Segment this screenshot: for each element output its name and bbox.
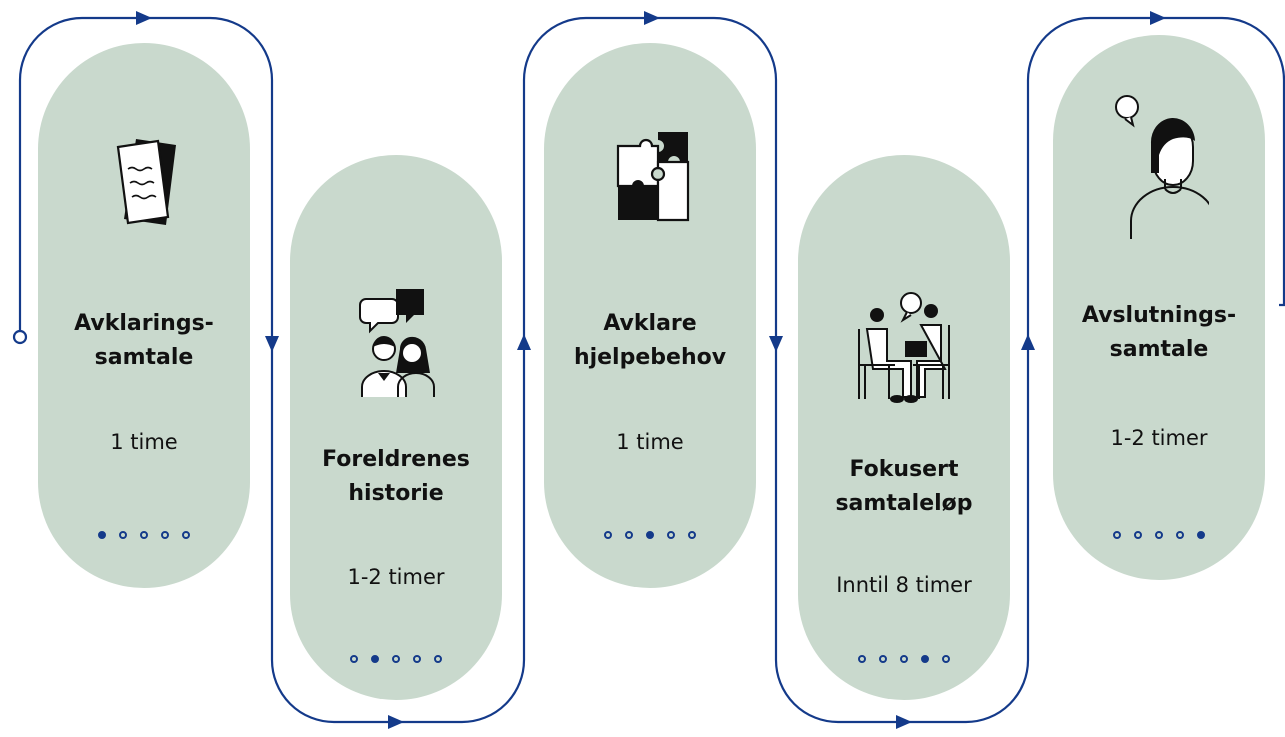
step-duration: 1 time xyxy=(110,430,178,454)
step-card-5: Avslutnings- samtale 1-2 timer xyxy=(1053,35,1265,580)
progress-dot xyxy=(1113,531,1121,539)
person-thinking-icon xyxy=(1053,91,1265,241)
progress-dot xyxy=(604,531,612,539)
step-progress-dots xyxy=(798,655,1010,663)
progress-dot xyxy=(900,655,908,663)
step-progress-dots xyxy=(38,531,250,539)
progress-dot xyxy=(371,655,379,663)
progress-dot xyxy=(625,531,633,539)
step-progress-dots xyxy=(1053,531,1265,539)
progress-dot xyxy=(1197,531,1205,539)
puzzle-icon xyxy=(544,128,756,228)
progress-dot xyxy=(434,655,442,663)
flow-arrow xyxy=(136,11,152,25)
progress-dot xyxy=(1134,531,1142,539)
step-title: Avklare hjelpebehov xyxy=(573,311,727,370)
parents-talking-icon xyxy=(290,285,502,405)
step-card-1: Avklarings- samtale 1 time xyxy=(38,43,250,588)
step-duration: 1-2 timer xyxy=(347,565,445,589)
progress-dot xyxy=(182,531,190,539)
progress-dot xyxy=(646,531,654,539)
flow-arrow xyxy=(644,11,660,25)
step-title: Fokusert samtaleløp xyxy=(835,457,973,516)
progress-dot xyxy=(98,531,106,539)
progress-dot xyxy=(413,655,421,663)
progress-dot xyxy=(350,655,358,663)
flow-arrow xyxy=(388,715,404,729)
progress-dot xyxy=(667,531,675,539)
progress-dot xyxy=(921,655,929,663)
progress-dot xyxy=(1155,531,1163,539)
progress-dot xyxy=(140,531,148,539)
flow-arrow xyxy=(1150,11,1166,25)
step-card-2: Foreldrenes historie 1-2 timer xyxy=(290,155,502,700)
progress-dot xyxy=(1176,531,1184,539)
flow-arrow xyxy=(1021,334,1035,350)
progress-dot xyxy=(119,531,127,539)
progress-dot xyxy=(161,531,169,539)
step-title: Avslutnings- samtale xyxy=(1081,303,1237,362)
step-progress-dots xyxy=(544,531,756,539)
flow-start-marker xyxy=(12,329,28,345)
flow-arrow xyxy=(265,336,279,352)
step-title: Avklarings- samtale xyxy=(74,311,214,370)
step-duration: 1 time xyxy=(616,430,684,454)
flow-arrow xyxy=(896,715,912,729)
step-duration: 1-2 timer xyxy=(1110,426,1208,450)
step-card-4: Fokusert samtaleløp Inntil 8 timer xyxy=(798,155,1010,700)
document-icon xyxy=(38,133,250,233)
progress-dot xyxy=(942,655,950,663)
step-title: Foreldrenes historie xyxy=(322,447,470,506)
progress-dot xyxy=(879,655,887,663)
flow-arrow xyxy=(517,334,531,350)
progress-dot xyxy=(858,655,866,663)
flow-arrow xyxy=(769,336,783,352)
progress-dot xyxy=(688,531,696,539)
step-card-3: Avklare hjelpebehov 1 time xyxy=(544,43,756,588)
progress-dot xyxy=(392,655,400,663)
step-progress-dots xyxy=(290,655,502,663)
step-duration: Inntil 8 timer xyxy=(836,573,972,597)
conversation-icon xyxy=(798,285,1010,409)
